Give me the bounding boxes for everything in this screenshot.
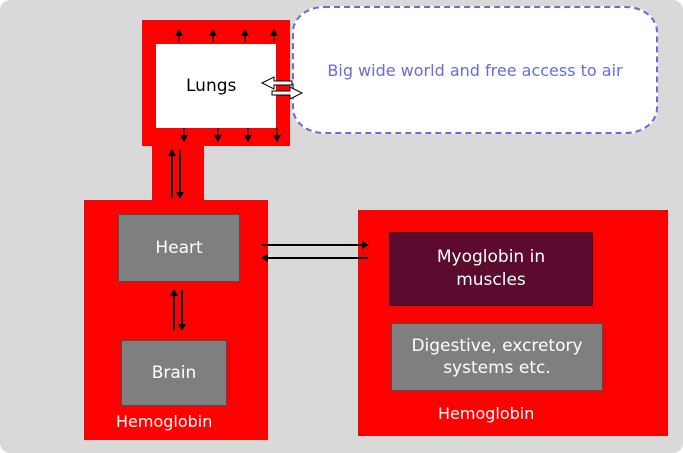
cloud-text: Big wide world and free access to air <box>327 60 623 80</box>
heart-box: Heart <box>118 214 240 282</box>
myoglobin-box: Myoglobin in muscles <box>389 232 593 306</box>
right-panel-caption: Hemoglobin <box>438 404 535 423</box>
left-panel-caption: Hemoglobin <box>116 412 213 431</box>
myoglobin-label: Myoglobin in muscles <box>436 247 546 290</box>
digestive-label: Digestive, excretory systems etc. <box>411 335 583 378</box>
lungs-label: Lungs <box>186 76 237 96</box>
brain-label: Brain <box>151 362 197 383</box>
outside-to-lungs-arrow <box>260 76 293 90</box>
lungs-box: Lungs <box>156 44 276 128</box>
brain-box: Brain <box>121 340 227 406</box>
lungs-to-outside-arrow <box>271 86 304 100</box>
digestive-box: Digestive, excretory systems etc. <box>391 323 603 391</box>
outside-world-cloud: Big wide world and free access to air <box>292 6 658 134</box>
heart-label: Heart <box>155 237 203 258</box>
